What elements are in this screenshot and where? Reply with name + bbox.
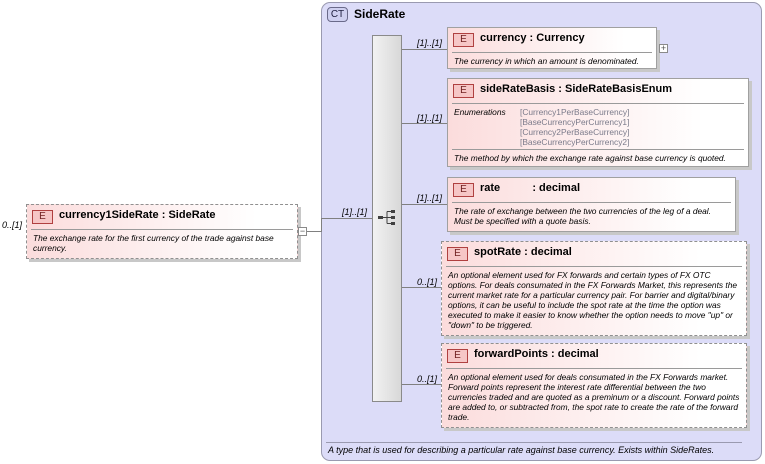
- connector-line: [307, 231, 321, 232]
- plus-expander-icon[interactable]: +: [659, 43, 668, 53]
- element-name: forwardPoints: [474, 348, 548, 360]
- enumeration-value: [Currency1PerBaseCurrency]: [520, 107, 630, 117]
- element-separator: [31, 229, 293, 230]
- element-documentation: The method by which the exchange rate ag…: [454, 153, 726, 163]
- element-name: rate: [480, 182, 501, 194]
- element-type: Currency: [536, 32, 585, 44]
- name-type-separator: :: [532, 182, 536, 194]
- branch-line-siderate-basis: [402, 123, 447, 124]
- connector-line: [321, 218, 322, 232]
- branch-line-rate: [402, 204, 447, 205]
- name-type-separator: :: [161, 209, 166, 221]
- element-currency[interactable]: E currency : Currency The currency in wh…: [447, 27, 657, 69]
- element-siderate-basis[interactable]: E sideRateBasis : SideRateBasisEnum Enum…: [447, 78, 749, 167]
- connector-line: [321, 218, 372, 219]
- minus-collapser-icon[interactable]: −: [298, 226, 307, 236]
- name-type-separator: :: [551, 348, 555, 360]
- complex-type-badge: CT: [327, 7, 348, 22]
- element-title: rate : decimal: [480, 182, 580, 194]
- element-separator: [446, 266, 742, 267]
- element-badge: E: [453, 33, 474, 47]
- name-type-separator: :: [524, 246, 528, 258]
- element-documentation: The rate of exchange between the two cur…: [454, 206, 711, 226]
- element-badge: E: [453, 183, 474, 197]
- element-type: decimal: [557, 348, 599, 360]
- enumeration-value: [BaseCurrencyPerCurrency1]: [520, 117, 630, 127]
- element-separator: [446, 368, 742, 369]
- name-type-separator: :: [529, 32, 534, 44]
- complex-type-separator: [326, 442, 742, 443]
- name-type-separator: :: [558, 83, 562, 95]
- element-badge: E: [453, 84, 474, 98]
- element-rate[interactable]: E rate : decimal The rate of exchange be…: [447, 177, 736, 232]
- complex-type-documentation: A type that is used for describing a par…: [328, 445, 715, 455]
- element-documentation: An optional element used for deals consu…: [448, 372, 740, 422]
- element-separator: [452, 149, 744, 150]
- root-element-currency1siderate[interactable]: E currency1SideRate : SideRate The excha…: [26, 204, 298, 259]
- multiplicity-spot-rate: 0..[1]: [417, 277, 438, 287]
- element-documentation: The currency in which an amount is denom…: [454, 56, 639, 66]
- element-separator: [452, 52, 652, 53]
- sequence-compositor[interactable]: [372, 35, 402, 402]
- root-element-documentation: The exchange rate for the first currency…: [33, 233, 274, 253]
- root-element-type: SideRate: [168, 209, 216, 221]
- element-type: decimal: [530, 246, 572, 258]
- element-title: forwardPoints : decimal: [474, 348, 599, 360]
- multiplicity-currency: [1]..[1]: [417, 38, 443, 48]
- element-title: currency : Currency: [480, 32, 585, 44]
- element-type: SideRateBasisEnum: [565, 83, 672, 95]
- multiplicity-siderate-basis: [1]..[1]: [417, 113, 443, 123]
- element-documentation: An optional element used for FX forwards…: [448, 270, 738, 330]
- sequence-icon: [378, 210, 395, 225]
- enumeration-value: [BaseCurrencyPerCurrency2]: [520, 137, 630, 147]
- enumeration-value: [Currency2PerBaseCurrency]: [520, 127, 630, 137]
- element-title: sideRateBasis : SideRateBasisEnum: [480, 83, 672, 95]
- sequence-multiplicity: [1]..[1]: [342, 207, 368, 217]
- element-separator: [452, 202, 731, 203]
- element-forward-points[interactable]: E forwardPoints : decimal An optional el…: [441, 343, 747, 428]
- multiplicity-rate: [1]..[1]: [417, 193, 443, 203]
- element-spot-rate[interactable]: E spotRate : decimal An optional element…: [441, 241, 747, 336]
- root-element-title: currency1SideRate : SideRate: [59, 209, 216, 221]
- root-multiplicity: 0..[1]: [2, 220, 23, 230]
- multiplicity-forward-points: 0..[1]: [417, 374, 438, 384]
- element-name: currency: [480, 32, 527, 44]
- element-badge: E: [32, 210, 53, 224]
- element-title: spotRate : decimal: [474, 246, 572, 258]
- element-type: decimal: [539, 182, 581, 194]
- element-badge: E: [447, 349, 468, 363]
- complex-type-name: SideRate: [354, 7, 406, 21]
- enumerations-label: Enumerations: [454, 107, 506, 117]
- branch-line-spot-rate: [402, 287, 441, 288]
- element-badge: E: [447, 247, 468, 261]
- element-separator: [452, 103, 744, 104]
- root-element-name: currency1SideRate: [59, 209, 159, 221]
- element-name: spotRate: [474, 246, 522, 258]
- branch-line-forward-points: [402, 384, 441, 385]
- element-name: sideRateBasis: [480, 83, 556, 95]
- branch-line-currency: [402, 49, 447, 50]
